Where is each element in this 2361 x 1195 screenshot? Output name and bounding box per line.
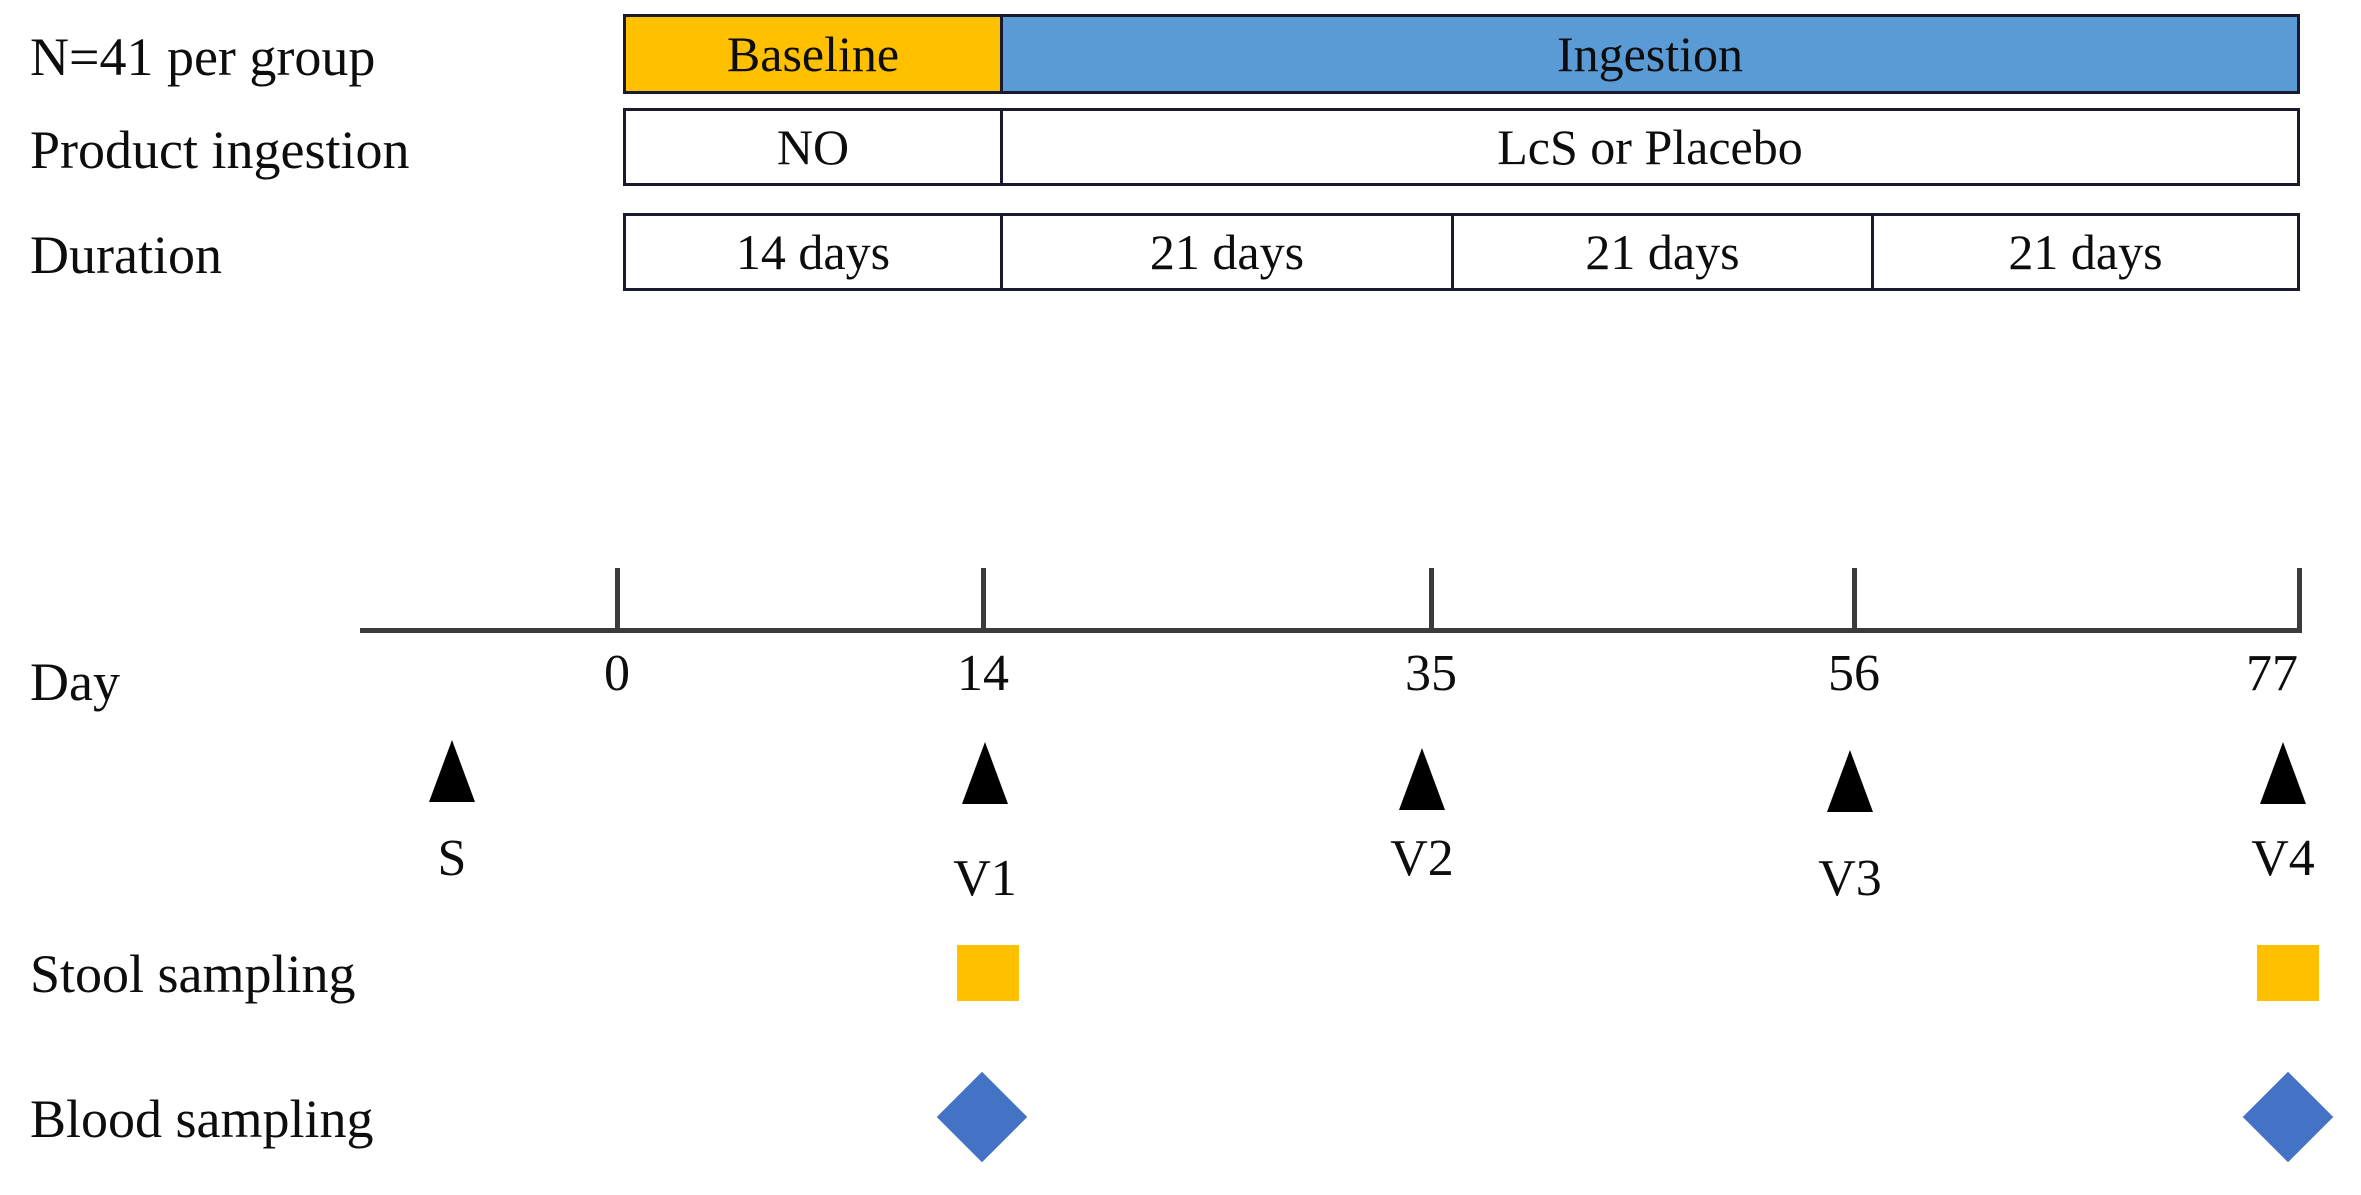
- visit-arrow-icon: [2260, 742, 2306, 804]
- row-label-stool-sampling: Stool sampling: [30, 944, 356, 1004]
- axis-tick: [2297, 568, 2302, 630]
- row-label-product-ingestion: Product ingestion: [30, 120, 410, 180]
- duration-cell: 21 days: [2008, 224, 2163, 280]
- visit-arrow-icon: [1827, 750, 1873, 812]
- stool-sample-marker: [957, 945, 1019, 1001]
- axis-tick: [1429, 568, 1434, 630]
- row-label-day: Day: [30, 652, 120, 712]
- visit-label-s: S: [437, 830, 467, 887]
- visit-arrow-icon: [962, 742, 1008, 804]
- visit-arrow-icon: [429, 740, 475, 802]
- axis-tick-label: 14: [957, 645, 1009, 702]
- visit-label-v3: V3: [1818, 850, 1882, 907]
- visit-label-v1: V1: [953, 850, 1017, 907]
- product-cell-lcs-or-placebo: LcS or Placebo: [1497, 119, 1803, 175]
- axis-tick: [615, 568, 620, 630]
- timeline-axis-line: [360, 628, 2302, 633]
- duration-cell: 21 days: [1454, 216, 1874, 288]
- row-label-group: N=41 per group: [30, 27, 376, 87]
- blood-sample-marker: [2242, 1071, 2334, 1163]
- row-label-blood-sampling: Blood sampling: [30, 1089, 374, 1149]
- blood-sample-marker: [936, 1071, 1028, 1163]
- visit-arrow-icon: [1399, 748, 1445, 810]
- axis-tick: [981, 568, 986, 630]
- duration-cell: 14 days: [626, 216, 1003, 288]
- product-cell-no: NO: [626, 111, 1003, 183]
- visit-label-v4: V4: [2251, 830, 2315, 887]
- axis-tick-label: 0: [604, 645, 630, 702]
- duration-bar: 14 days 21 days 21 days 21 days: [623, 213, 2300, 291]
- phase-bar: Baseline Ingestion: [623, 14, 2300, 94]
- phase-cell-ingestion: Ingestion: [1003, 17, 2297, 91]
- product-ingestion-bar: NO LcS or Placebo: [623, 108, 2300, 186]
- duration-cell: 21 days: [1003, 216, 1454, 288]
- axis-tick: [1852, 568, 1857, 630]
- row-label-duration: Duration: [30, 225, 222, 285]
- axis-tick-label: 56: [1828, 645, 1880, 702]
- visit-label-v2: V2: [1390, 830, 1454, 887]
- axis-tick-label: 77: [2246, 645, 2298, 702]
- phase-cell-baseline: Baseline: [626, 17, 1003, 91]
- axis-tick-label: 35: [1405, 645, 1457, 702]
- stool-sample-marker: [2257, 945, 2319, 1001]
